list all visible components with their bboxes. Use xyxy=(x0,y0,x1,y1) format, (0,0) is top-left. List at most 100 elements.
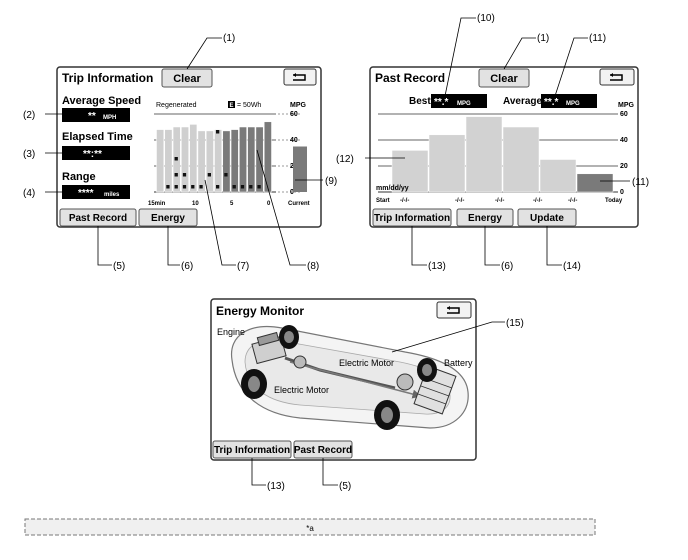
trip-x-tick-0: 0 xyxy=(267,201,271,207)
past-mpg-label: MPG xyxy=(618,102,635,109)
average-value: **.* xyxy=(544,97,559,108)
elapsed-time-box xyxy=(62,146,130,160)
energy-legend-icon xyxy=(228,101,235,108)
past-trip-info-label: Trip Information xyxy=(374,213,450,224)
trip-energy-label: Energy xyxy=(151,213,185,224)
past-clear-button[interactable]: Clear xyxy=(478,68,530,88)
callout-10: (10) xyxy=(477,13,495,24)
callout-6-trip: (6) xyxy=(181,261,193,272)
callout-9: (9) xyxy=(325,176,337,187)
regen-energy-marker xyxy=(166,185,170,189)
past-y-tick-20: 20 xyxy=(620,163,628,170)
regen-energy-marker xyxy=(232,185,236,189)
regen-energy-marker xyxy=(240,185,245,189)
average-value-box xyxy=(541,94,597,108)
energy-trip-info-button[interactable]: Trip Information xyxy=(212,440,292,459)
trip-back-button[interactable] xyxy=(283,68,317,86)
energy-past-record-button[interactable]: Past Record xyxy=(293,440,353,459)
trip-bar xyxy=(239,126,247,193)
callout-3: (3) xyxy=(23,149,35,160)
trip-bar xyxy=(164,129,173,193)
regen-energy-marker xyxy=(174,185,178,189)
trip-x-tick-10: 10 xyxy=(192,201,199,207)
regen-energy-marker xyxy=(199,185,203,189)
callout-15: (15) xyxy=(506,318,524,329)
avg-speed-value: ** xyxy=(88,111,96,122)
energy-back-button[interactable] xyxy=(436,301,472,319)
trip-bar xyxy=(230,129,239,193)
today-label: Today xyxy=(605,198,623,204)
callout-1-past: (1) xyxy=(537,33,549,44)
energy-legend-text: = 50Wh xyxy=(237,102,261,109)
callout-12: (12) xyxy=(336,154,354,165)
date-placeholder-2: -/-/- xyxy=(455,198,464,204)
regen-energy-marker xyxy=(216,130,220,134)
past-y-tick-0: 0 xyxy=(620,189,624,196)
past-bar-Start xyxy=(391,150,429,193)
date-placeholder-1: -/-/- xyxy=(400,198,409,204)
past-record-screen: Past Record Clear Best **.* MPG Average … xyxy=(369,66,639,228)
date-placeholder-4: -/-/- xyxy=(533,198,542,204)
trip-y-tick-40: 40 xyxy=(290,137,298,144)
regen-energy-marker xyxy=(249,185,253,189)
rear-right-wheel xyxy=(417,358,437,382)
regen-energy-marker xyxy=(174,157,178,161)
trip-mpg-label: MPG xyxy=(290,102,307,109)
trip-clear-button[interactable]: Clear xyxy=(161,68,213,88)
past-energy-label: Energy xyxy=(468,213,502,224)
past-back-button[interactable] xyxy=(599,68,635,86)
past-bar--/-/- xyxy=(428,134,466,193)
trip-bar xyxy=(222,130,231,193)
energy-screen-title: Energy Monitor xyxy=(216,304,304,318)
energy-past-record-label: Past Record xyxy=(294,445,352,456)
average-label: Average xyxy=(503,96,543,107)
past-update-button[interactable]: Update xyxy=(517,208,577,227)
trip-energy-button[interactable]: Energy xyxy=(138,208,198,227)
avg-speed-box xyxy=(62,108,130,122)
range-value: **** xyxy=(78,188,94,199)
trip-y-tick-60: 60 xyxy=(290,111,298,118)
trip-bar xyxy=(247,126,256,193)
date-placeholder-3: -/-/- xyxy=(495,198,504,204)
callout-6-past: (6) xyxy=(501,261,513,272)
trip-past-record-button[interactable]: Past Record xyxy=(59,208,137,227)
electric-motor-rear-icon xyxy=(396,373,414,391)
footer-legend-box: *a xyxy=(24,518,596,536)
regen-energy-marker xyxy=(182,185,187,189)
electric-motor-label-rear: Electric Motor xyxy=(339,358,394,368)
front-right-wheel xyxy=(241,369,267,399)
callout-11-today: (11) xyxy=(632,177,649,188)
callout-1-trip: (1) xyxy=(223,33,235,44)
past-chart: 0 20 40 60 xyxy=(378,111,628,196)
footer-label: *a xyxy=(306,524,314,533)
best-unit: MPG xyxy=(457,101,471,107)
trip-bar xyxy=(205,130,214,193)
elapsed-time-value: **:** xyxy=(83,149,102,160)
trip-information-screen: Trip Information Clear Average Speed ** … xyxy=(56,66,322,228)
engine-icon xyxy=(251,331,287,365)
past-bar--/-/- xyxy=(539,159,577,193)
past-bar-Today xyxy=(576,173,614,193)
return-arrow-icon xyxy=(293,74,306,81)
past-trip-info-button[interactable]: Trip Information xyxy=(372,208,452,227)
trip-bar xyxy=(214,129,223,193)
past-y-tick-60: 60 xyxy=(620,111,628,118)
trip-bar xyxy=(197,130,206,193)
best-label: Best xyxy=(409,96,431,107)
past-update-label: Update xyxy=(530,213,564,224)
callout-2: (2) xyxy=(23,110,35,121)
callout-4: (4) xyxy=(23,188,35,199)
callout-13-past: (13) xyxy=(428,261,446,272)
regen-energy-marker xyxy=(216,185,220,189)
past-y-tick-40: 40 xyxy=(620,137,628,144)
energy-legend-badge: E xyxy=(229,103,233,109)
average-unit: MPG xyxy=(566,101,580,107)
trip-y-tick-0: 0 xyxy=(290,189,294,196)
range-box xyxy=(62,185,130,199)
best-value: **.* xyxy=(434,97,449,108)
callout-14: (14) xyxy=(563,261,581,272)
engine-label: Engine xyxy=(217,327,245,337)
past-energy-button[interactable]: Energy xyxy=(456,208,514,227)
callout-7: (7) xyxy=(237,261,249,272)
